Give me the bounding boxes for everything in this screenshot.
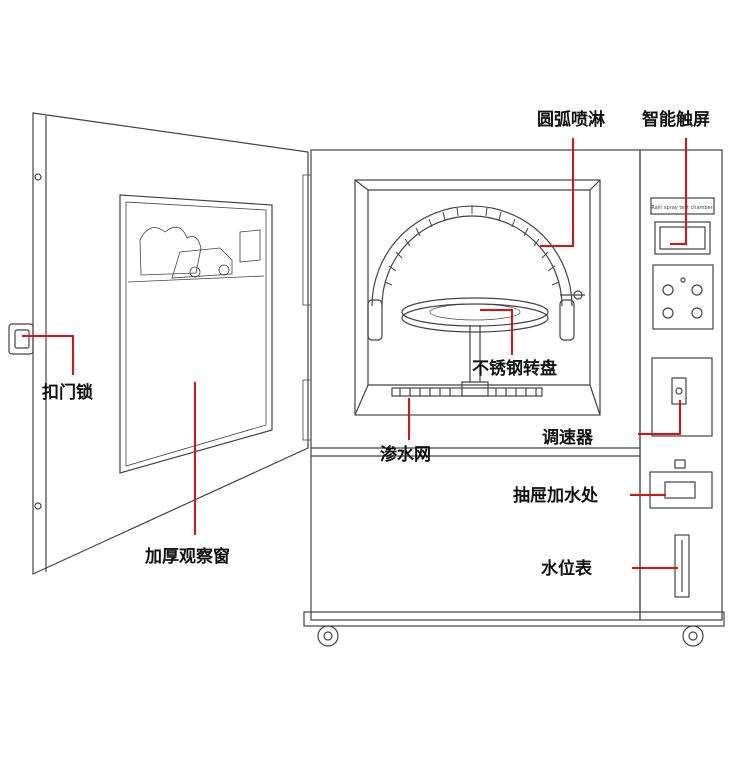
leader-speed <box>638 400 681 435</box>
window-reflection <box>127 226 265 283</box>
leader-turntable <box>480 309 513 355</box>
brand-strip-text: Rain spray test chamber <box>651 205 713 211</box>
label-door-lock: 扣门锁 <box>42 383 93 403</box>
label-window: 加厚观察窗 <box>145 547 230 567</box>
leader-door-lock <box>22 335 74 375</box>
leader-spray <box>540 138 574 247</box>
spray-nozzles <box>384 206 560 286</box>
label-gauge: 水位表 <box>541 559 592 579</box>
door <box>32 112 312 575</box>
label-speed: 调速器 <box>542 428 593 448</box>
drain-net <box>391 387 543 397</box>
label-touchscreen: 智能触屏 <box>642 110 710 130</box>
label-drain-net: 渗水网 <box>380 445 431 465</box>
turntable <box>401 297 549 397</box>
speed-regulator <box>651 357 713 437</box>
drawer <box>649 459 713 509</box>
cabinet <box>303 149 725 627</box>
inner-chamber <box>354 179 601 416</box>
label-drawer: 抽屉加水处 <box>513 486 598 506</box>
casters <box>317 625 704 647</box>
label-spray: 圆弧喷淋 <box>537 110 605 130</box>
door-handle <box>8 323 34 355</box>
label-turntable: 不锈钢转盘 <box>472 359 557 379</box>
leader-touchscreen <box>670 138 687 245</box>
water-level-gauge <box>674 534 690 598</box>
control-panel <box>650 197 715 330</box>
